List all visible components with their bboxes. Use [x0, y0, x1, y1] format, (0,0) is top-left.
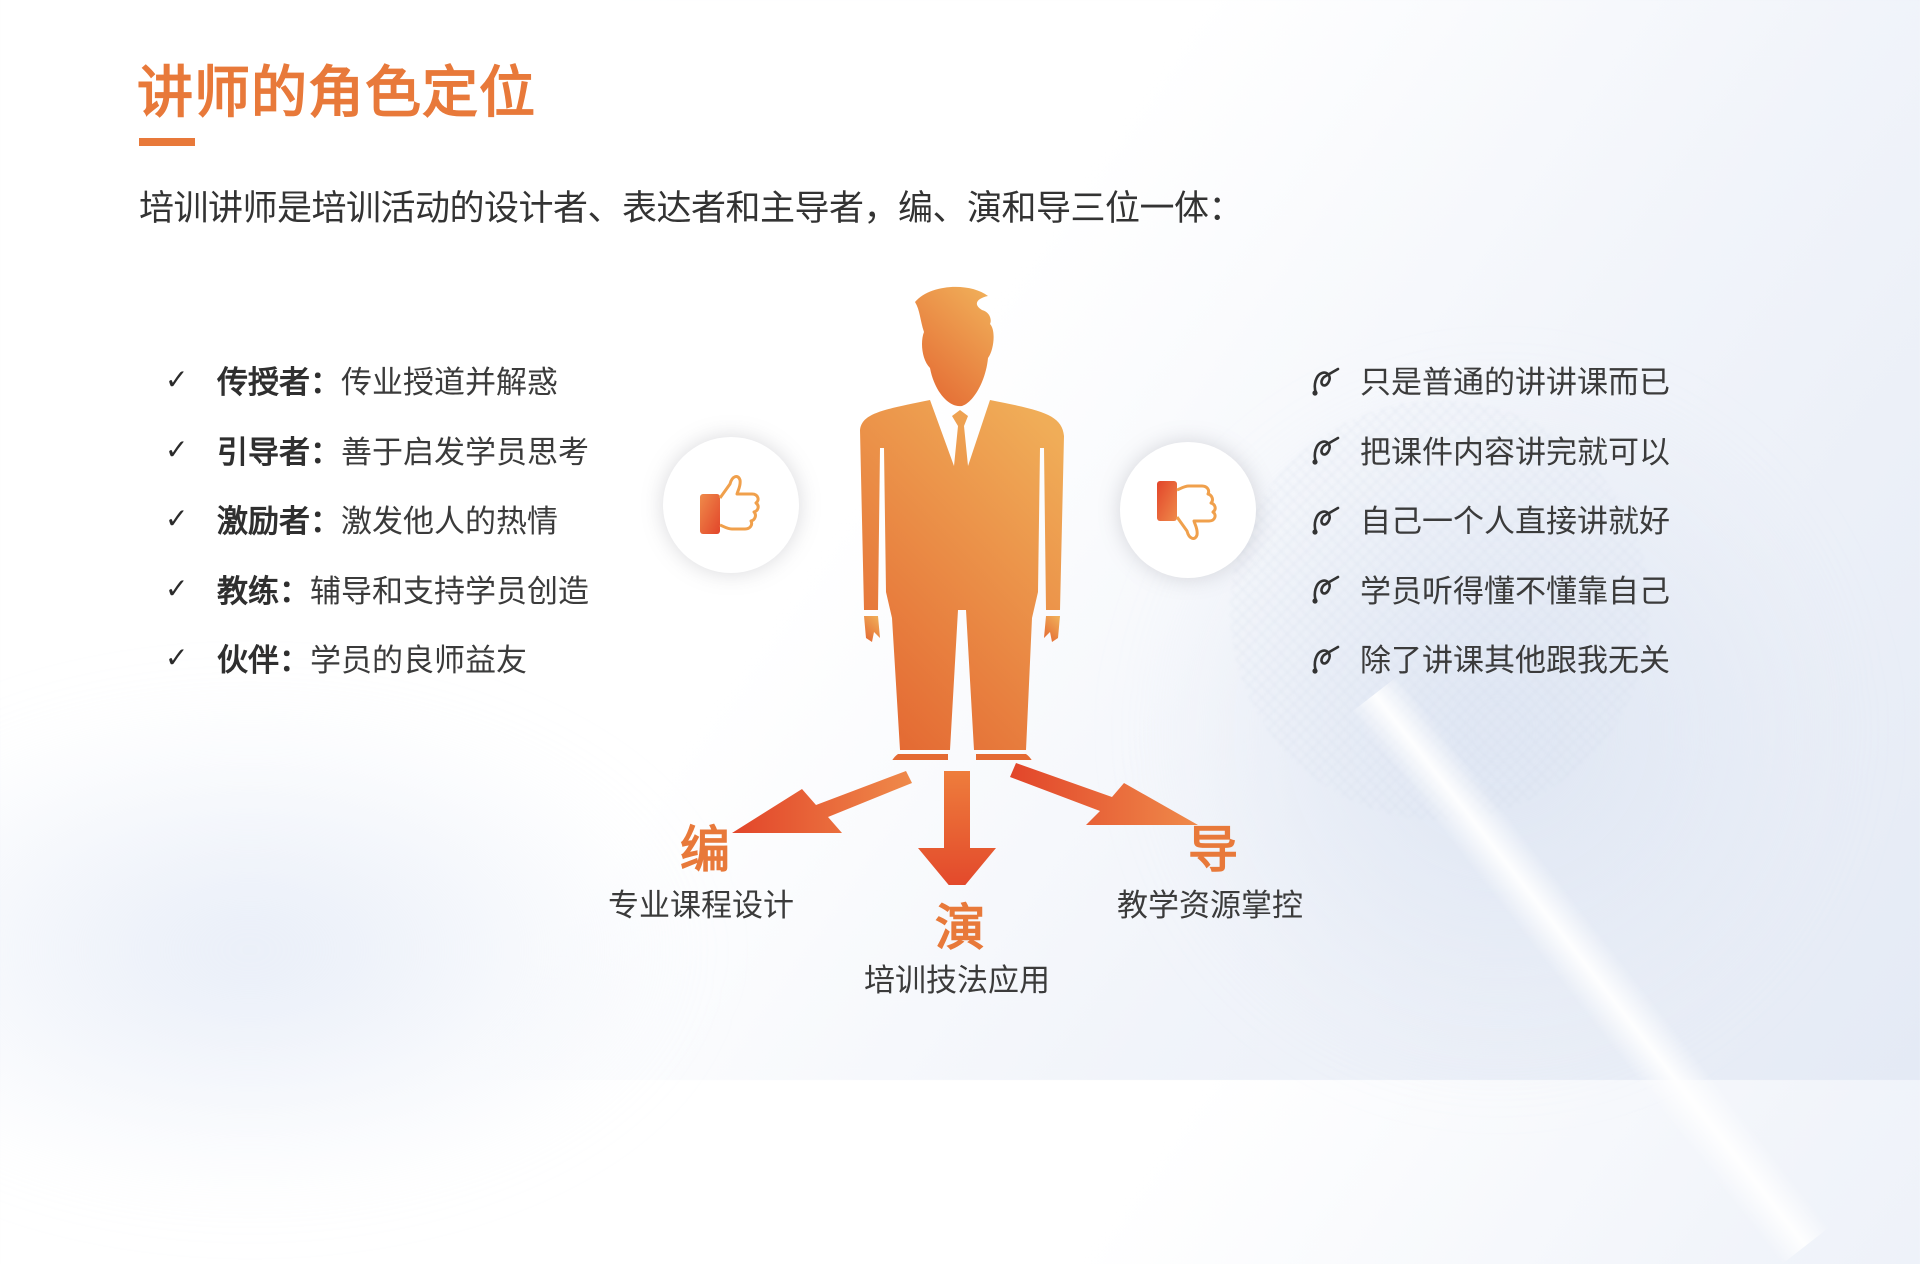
cross-mark-icon: [1312, 367, 1340, 396]
role-desc: 辅导和支持学员创造: [310, 573, 589, 610]
role-term: 教练：: [217, 573, 310, 610]
role-term: 引导者：: [217, 434, 341, 471]
belief-text: 只是普通的讲讲课而已: [1360, 365, 1670, 402]
background-glow: [0, 700, 700, 1200]
title-underline: [139, 138, 195, 146]
list-item: ✓ 传授者： 传业授道并解惑: [165, 345, 589, 415]
cross-mark-icon: [1312, 506, 1340, 535]
role-desc: 学员的良师益友: [310, 643, 527, 680]
role-char-compose: 编: [680, 821, 730, 879]
positive-roles-list: ✓ 传授者： 传业授道并解惑 ✓ 引导者： 善于启发学员思考 ✓ 激励者： 激发…: [165, 345, 589, 693]
list-item: 把课件内容讲完就可以: [1308, 415, 1670, 485]
role-desc-compose: 专业课程设计: [608, 888, 794, 924]
check-icon: ✓: [165, 641, 189, 675]
list-item: 自己一个人直接讲就好: [1308, 484, 1670, 554]
belief-text: 学员听得懂不懂靠自己: [1360, 573, 1670, 610]
negative-beliefs-list: 只是普通的讲讲课而已 把课件内容讲完就可以 自己一个人直接讲就好 学员听得懂不懂…: [1308, 345, 1670, 693]
cross-mark-icon: [1312, 645, 1340, 674]
check-icon: ✓: [165, 502, 189, 536]
thumbs-down-icon: [1157, 481, 1217, 540]
list-item: 学员听得懂不懂靠自己: [1308, 554, 1670, 624]
belief-text: 自己一个人直接讲就好: [1360, 504, 1670, 541]
role-desc: 传业授道并解惑: [341, 365, 558, 402]
role-term: 激励者：: [217, 504, 341, 541]
belief-text: 除了讲课其他跟我无关: [1360, 643, 1670, 680]
businessman-figure: [860, 286, 1064, 760]
role-char-guide: 导: [1188, 821, 1238, 879]
cross-mark-icon: [1312, 575, 1340, 604]
background-glow: [1150, 380, 1850, 1080]
check-icon: ✓: [165, 432, 189, 466]
belief-text: 把课件内容讲完就可以: [1360, 434, 1670, 471]
list-item: 只是普通的讲讲课而已: [1308, 345, 1670, 415]
list-item: ✓ 教练： 辅导和支持学员创造: [165, 554, 589, 624]
role-desc-perform: 培训技法应用: [864, 963, 1050, 999]
thumbs-up-badge: [663, 437, 799, 573]
list-item: ✓ 伙伴： 学员的良师益友: [165, 623, 589, 693]
list-item: 除了讲课其他跟我无关: [1308, 623, 1670, 693]
direction-arrows: [732, 763, 1198, 885]
list-item: ✓ 激励者： 激发他人的热情: [165, 484, 589, 554]
role-desc: 善于启发学员思考: [341, 434, 589, 471]
check-icon: ✓: [165, 363, 189, 397]
thumbs-down-badge: [1120, 442, 1256, 578]
thumbs-up-icon: [700, 475, 760, 534]
check-icon: ✓: [165, 571, 189, 605]
slide-title: 讲师的角色定位: [137, 61, 536, 126]
role-desc-guide: 教学资源掌控: [1117, 888, 1303, 924]
role-char-perform: 演: [935, 899, 985, 957]
list-item: ✓ 引导者： 善于启发学员思考: [165, 415, 589, 485]
cross-mark-icon: [1312, 436, 1340, 465]
slide-subtitle: 培训讲师是培训活动的设计者、表达者和主导者，编、演和导三位一体：: [139, 189, 1244, 229]
role-term: 传授者：: [217, 365, 341, 402]
role-desc: 激发他人的热情: [341, 504, 558, 541]
role-term: 伙伴：: [217, 643, 310, 680]
